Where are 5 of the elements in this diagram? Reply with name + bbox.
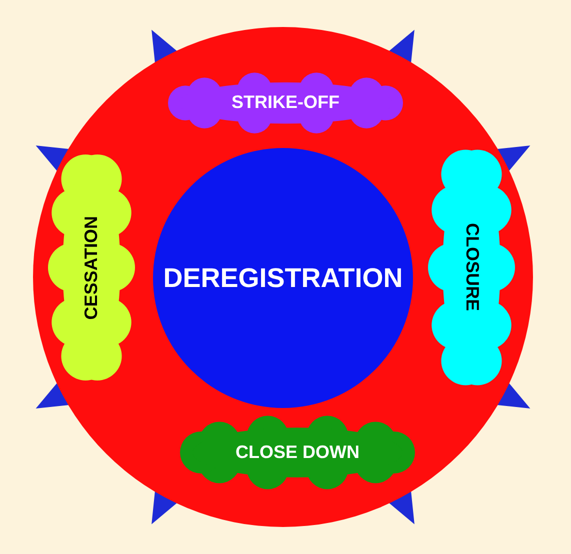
node-label: CLOSURE [461, 223, 482, 312]
node-label: CESSATION [80, 216, 102, 320]
node-label: DEREGISTRATION [163, 262, 403, 294]
node-label: CLOSE DOWN [236, 442, 360, 464]
node-label: STRIKE-OFF [232, 92, 340, 114]
